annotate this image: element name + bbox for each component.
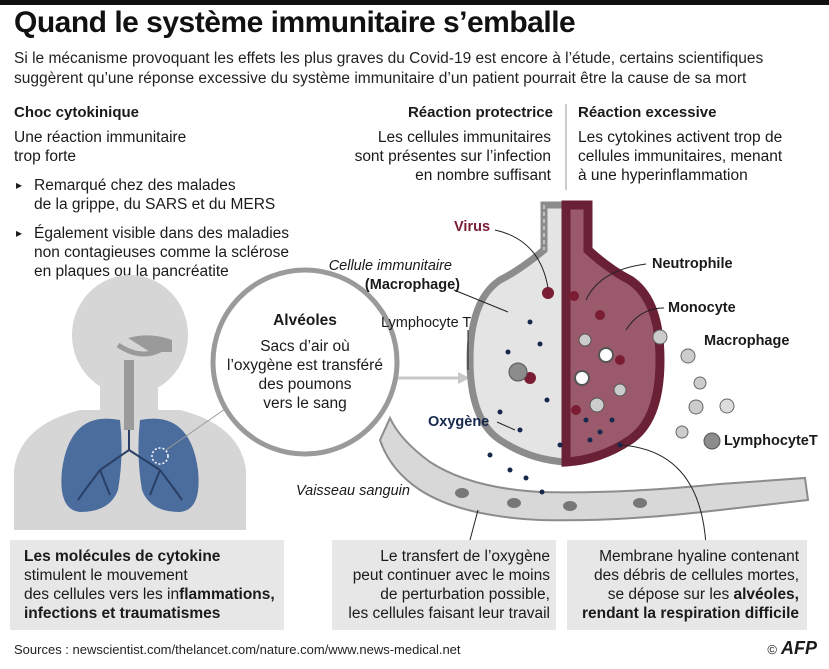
left-bullet-2: Également visible dans des maladies non … (16, 224, 289, 281)
box-excessive-line-3: se dépose sur les alvéoles, (567, 585, 799, 604)
protective-text-line-1: Les cellules immunitaires (377, 129, 551, 146)
excessive-text-line-1: Les cytokines activent trop de (578, 129, 783, 146)
excessive-text: Les cytokines activent trop de cellules … (578, 128, 782, 185)
left-bullet-2-line-3: en plaques ou la pancréatite (34, 263, 229, 280)
alveolus-excessive (561, 200, 665, 467)
subtitle: Si le mécanisme provoquant les effets le… (14, 49, 763, 89)
box-protective-line-4: les cellules faisant leur travail (348, 605, 550, 622)
sources: Sources : newscientist.com/thelancet.com… (14, 642, 461, 657)
immune-cells (508, 329, 735, 450)
arrow-right (398, 372, 470, 384)
page-title: Quand le système immunitaire s’emballe (14, 6, 576, 39)
label-virus: Virus (454, 219, 491, 235)
box-excessive-line-2: des débris de cellules mortes, (593, 567, 799, 584)
left-bullet-2-line-1: Également visible dans des maladies (34, 225, 290, 242)
protective-text-line-3: en nombre suffisant (415, 167, 551, 184)
alveoles-text-line-4: vers le sang (263, 395, 347, 412)
top-bar (0, 0, 829, 5)
left-text: Une réaction immunitaire trop forte (14, 128, 186, 166)
afp-logo: AFP (781, 638, 817, 658)
alveoles-circle (210, 267, 400, 457)
blood-vessel (378, 415, 810, 522)
label-macrophage-paren: (Macrophage) (364, 277, 460, 293)
box-cytokine-line-1: Les molécules de cytokine (24, 548, 221, 565)
label-cellule-immunitaire: Cellule immunitaire (328, 258, 452, 274)
box-excessive-line-1: Membrane hyaline contenant (599, 548, 799, 565)
left-heading: Choc cytokinique (14, 104, 140, 121)
protective-text-line-2: sont présentes sur l’infection (354, 148, 551, 165)
excessive-heading: Réaction excessive (578, 104, 717, 121)
box-protective-line-2: peut continuer avec le moins (352, 567, 550, 584)
alveoles-text-line-3: des poumons (258, 376, 352, 393)
left-bullet-1-line-1: Remarqué chez des malades (34, 177, 236, 194)
left-text-line-1: Une réaction immunitaire (14, 129, 187, 146)
copyright-symbol: © (767, 642, 777, 657)
left-text-line-2: trop forte (14, 148, 77, 165)
box-cytokine-line-4: infections et traumatismes (24, 605, 221, 622)
box-excessive-line-4: rendant la respiration difficile (581, 605, 799, 622)
alveoles-text: Sacs d’air où l’oxygène est transféré de… (213, 337, 397, 413)
human-silhouette (14, 275, 246, 530)
protective-heading: Réaction protectrice (407, 104, 553, 121)
box-protective: Le transfert de l’oxygène peut continuer… (332, 540, 556, 630)
box-protective-line-1: Le transfert de l’oxygène (380, 548, 550, 565)
alveoles-text-line-2: l’oxygène est transféré (227, 357, 383, 374)
box-protective-line-3: de perturbation possible, (380, 586, 550, 603)
box-cytokine-line-3a: des cellules vers les in (24, 586, 180, 603)
label-oxygene: Oxygène (428, 414, 490, 430)
leader-lines (235, 229, 707, 590)
box-excessive-line-3a: se dépose sur les (607, 586, 734, 603)
alveolus-protective (466, 201, 570, 466)
left-bullet-1-line-2: de la grippe, du SARS et du MERS (34, 196, 276, 213)
label-lymphocyte-t: Lymphocyte T (381, 315, 472, 331)
box-cytokine: Les molécules de cytokine stimulent le m… (10, 540, 284, 630)
left-bullet-2-line-2: non contagieuses comme la sclérose (34, 244, 290, 261)
alveoles-heading: Alvéoles (273, 312, 337, 329)
box-excessive-text: Membrane hyaline contenant des débris de… (567, 540, 807, 623)
box-cytokine-line-2: stimulent le mouvement (24, 567, 188, 584)
box-cytokine-line-3b: flammations, (179, 586, 275, 603)
subtitle-line-2: suggèrent qu’une réponse excessive du sy… (14, 70, 747, 87)
excessive-text-line-3: à une hyperinflammation (578, 167, 748, 184)
protective-text: Les cellules immunitaires sont présentes… (330, 128, 551, 185)
box-excessive-line-3b: alvéoles, (733, 586, 800, 603)
label-neutrophile: Neutrophile (652, 256, 733, 272)
box-protective-text: Le transfert de l’oxygène peut continuer… (332, 540, 556, 623)
box-cytokine-text: Les molécules de cytokine stimulent le m… (10, 540, 284, 623)
lungs (61, 418, 199, 512)
label-vaisseau-sanguin: Vaisseau sanguin (296, 483, 410, 499)
box-excessive: Membrane hyaline contenant des débris de… (567, 540, 807, 630)
left-bullet-1: Remarqué chez des malades de la grippe, … (16, 176, 275, 214)
label-macrophage: Macrophage (704, 333, 790, 349)
excessive-text-line-2: cellules immunitaires, menant (578, 148, 783, 165)
alveoles-text-line-1: Sacs d’air où (260, 338, 350, 355)
label-lymphocytet: LymphocyteT (724, 433, 818, 449)
label-monocyte: Monocyte (668, 300, 736, 316)
afp-credit: © AFP (767, 638, 817, 659)
subtitle-line-1: Si le mécanisme provoquant les effets le… (14, 50, 764, 67)
box-cytokine-line-3: des cellules vers les inflammations, (24, 585, 284, 604)
oxygen-dots (487, 319, 623, 495)
